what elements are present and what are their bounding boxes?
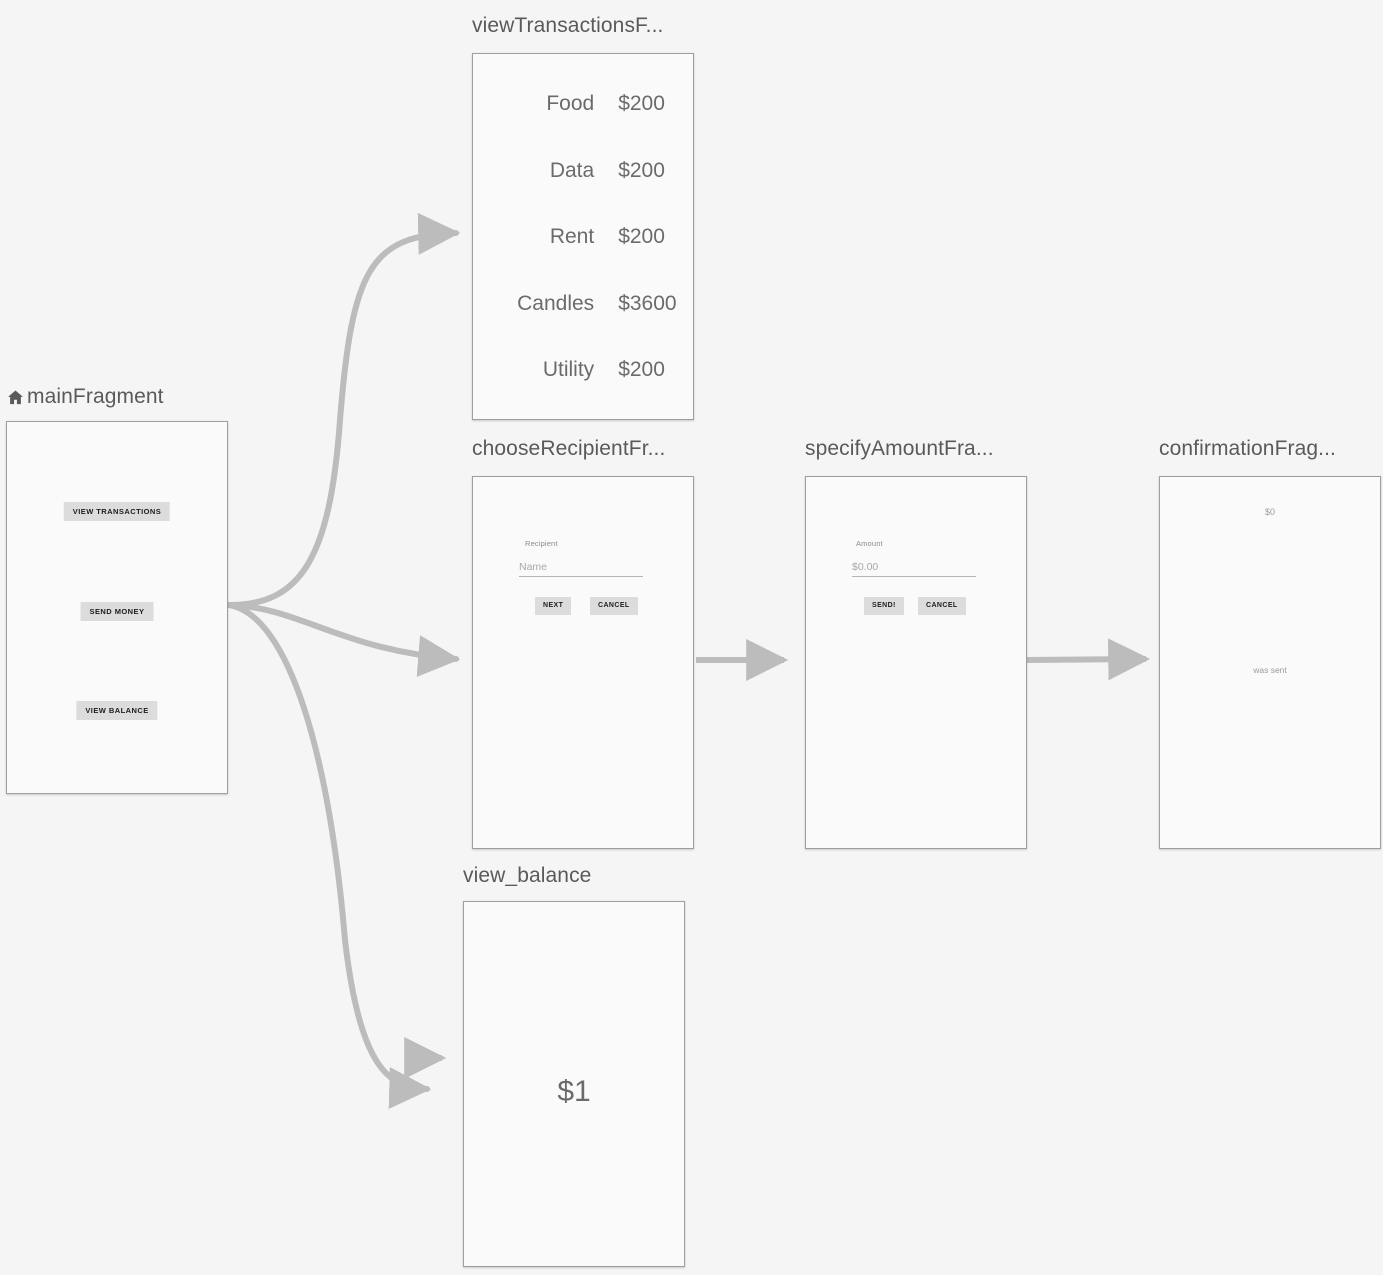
recipient-field-label: Recipient [525,539,558,548]
confirmation-subtitle: was sent [1253,665,1287,675]
destination-chooserecipientfragment[interactable]: Recipient Name NEXT CANCEL [472,476,694,849]
destination-label-confirmationfragment: confirmationFrag... [1159,437,1336,460]
edge-main-to-viewbalance [226,602,432,1109]
button-view-balance[interactable]: VIEW BALANCE [76,701,158,720]
recipient-input[interactable]: Name [519,561,643,577]
amount-input[interactable]: $0.00 [852,561,976,577]
destination-label-chooserecipientfragment: chooseRecipientFr... [472,437,666,460]
transaction-name: Food [546,92,595,115]
edge-main-to-chooserecipient [226,602,461,677]
send-button[interactable]: SEND! [864,597,904,615]
transaction-name: Data [549,159,595,182]
button-send-money[interactable]: SEND MONEY [80,602,154,621]
table-row: Data $200 [473,159,693,183]
table-row: Candles $3600 [473,292,693,316]
transaction-amount: $3600 [618,292,677,315]
transaction-name: Rent [549,225,595,248]
destination-view-balance[interactable]: $1 [463,901,685,1267]
destination-mainfragment[interactable]: VIEW TRANSACTIONS SEND MONEY VIEW BALANC… [6,421,228,794]
next-button[interactable]: NEXT [535,597,572,615]
home-icon [6,388,25,407]
destination-label-view-balance: view_balance [463,864,592,887]
destination-viewtransactionsfragment[interactable]: Food $200 Data $200 Rent $200 Candles $3… [472,53,694,420]
table-row: Utility $200 [473,358,693,382]
cancel-button[interactable]: CANCEL [918,597,966,615]
destination-label-text: mainFragment [27,385,164,408]
edge-specifyamount-to-confirmation [1025,638,1151,681]
transaction-name: Candles [517,292,595,315]
table-row: Food $200 [473,92,693,116]
table-row: Rent $200 [473,225,693,249]
destination-confirmationfragment[interactable]: $0 was sent [1159,476,1381,849]
amount-field-label: Amount [856,539,883,548]
transaction-name: Utility [542,358,595,381]
destination-label-viewtransactionsfragment: viewTransactionsF... [472,14,664,37]
destination-label-mainfragment: mainFragment [6,385,164,409]
transaction-amount: $200 [618,225,665,248]
destination-specifyamountfragment[interactable]: Amount $0.00 SEND! CANCEL [805,476,1027,849]
cancel-button[interactable]: CANCEL [590,597,638,615]
balance-amount: $1 [557,1075,591,1108]
edge-main-to-viewtransactions [226,212,461,608]
transaction-amount: $200 [618,92,665,115]
button-view-transactions[interactable]: VIEW TRANSACTIONS [63,502,171,521]
destination-label-specifyamountfragment: specifyAmountFra... [805,437,994,460]
transaction-amount: $200 [618,358,665,381]
transaction-amount: $200 [618,159,665,182]
confirmation-amount: $0 [1264,507,1275,517]
mainfragment-preview: VIEW TRANSACTIONS SEND MONEY VIEW BALANC… [7,422,227,793]
